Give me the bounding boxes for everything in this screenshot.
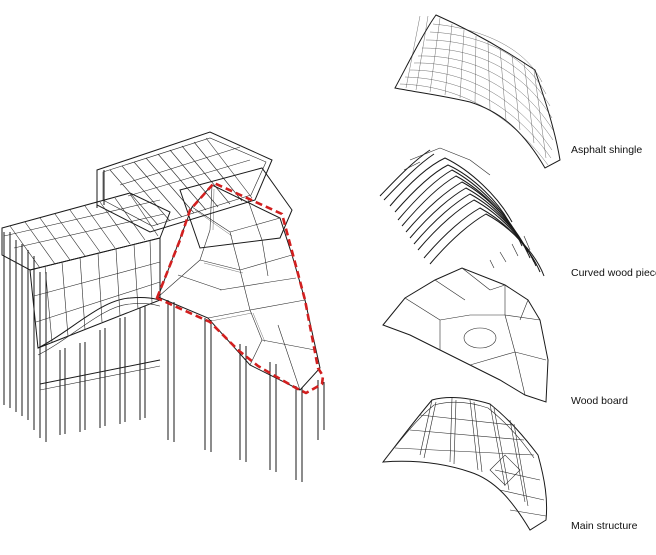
left-volume [1,192,171,442]
label-asphalt-shingle: Asphalt shingle [571,144,643,156]
right-volume [167,167,325,482]
main-structure-layer [381,396,548,531]
curved-wood-piece-layer [379,147,545,277]
label-curved-wood-piece: Curved wood piece [571,267,656,279]
curved-roof [157,184,321,391]
highlight-outline [155,181,325,395]
asphalt-shingle-layer [394,14,561,169]
label-main-structure: Main structure [571,520,638,532]
rear-volume [96,131,273,233]
wood-board-layer [382,267,549,403]
building-frame [1,131,325,482]
label-wood-board: Wood board [571,395,629,407]
